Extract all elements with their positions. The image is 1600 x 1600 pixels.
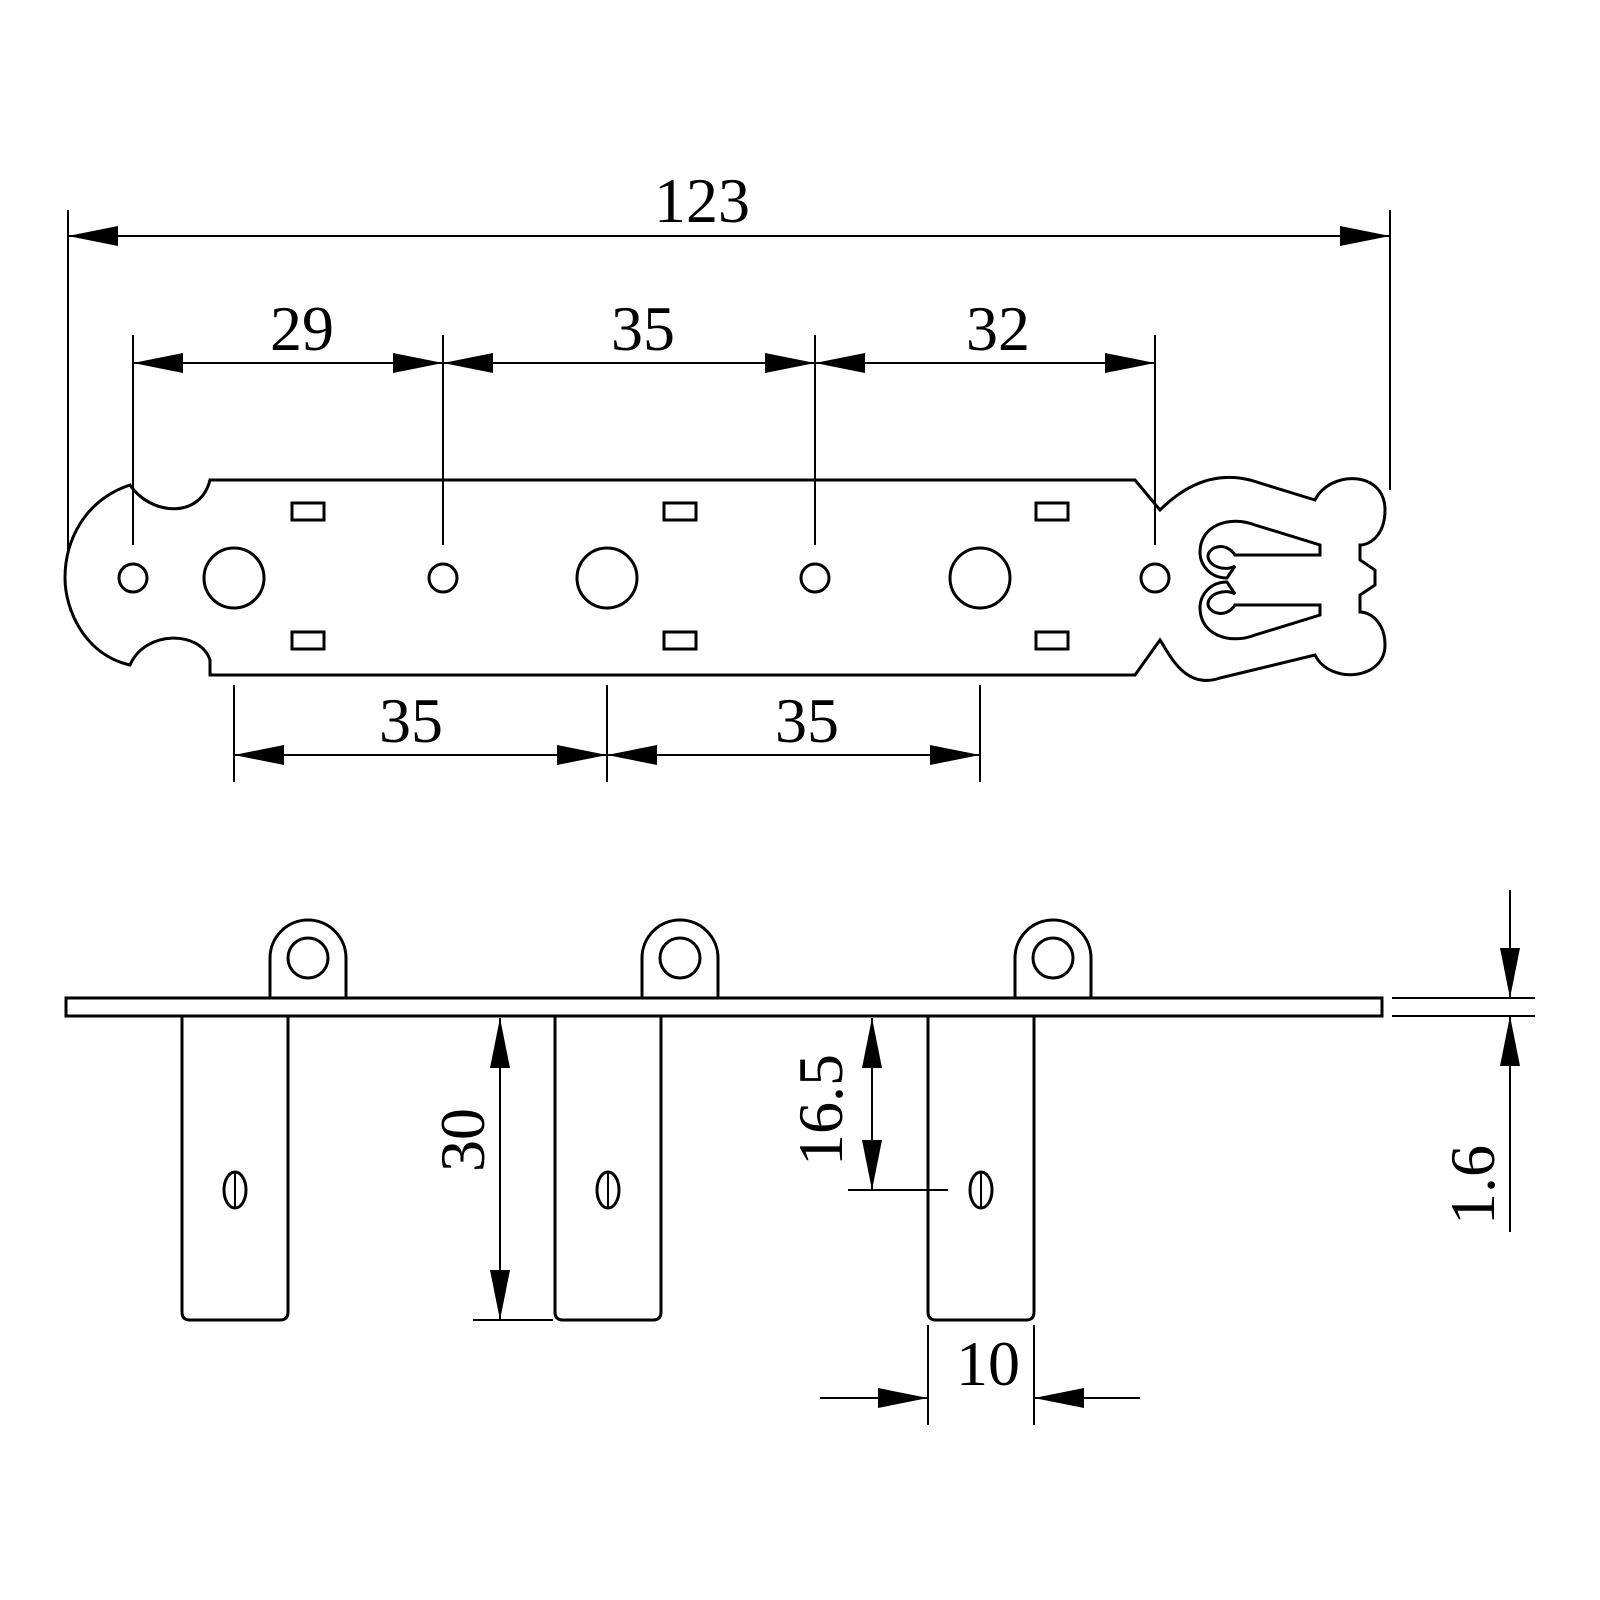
- rect-slot: [662, 501, 698, 522]
- small-hole-3: [799, 562, 831, 594]
- crest-slot-upper: [1198, 519, 1322, 580]
- dim-hole-spacing-1: 35: [379, 685, 443, 756]
- dim-post-spacing-2: 35: [611, 293, 675, 364]
- top-view: 123 29 35 32 35 35: [63, 165, 1391, 782]
- rect-slot: [1034, 501, 1070, 522]
- dim-plate-thickness: 1.6: [1437, 1145, 1508, 1225]
- hanging-ear-3: [926, 1016, 1036, 1322]
- hanging-ear-2: [553, 1016, 663, 1322]
- top-lug-1: [268, 918, 348, 998]
- plate-bar: [64, 996, 1384, 1018]
- rect-slot: [1034, 630, 1070, 651]
- dim-post-spacing-3: 32: [966, 293, 1030, 364]
- large-hole-3: [948, 546, 1012, 610]
- large-hole-1: [202, 546, 266, 610]
- dim-ear-length: 30: [427, 1108, 498, 1172]
- dim-ear-width: 10: [956, 1328, 1020, 1399]
- top-lug-3: [1013, 918, 1093, 998]
- hanging-ear-1: [180, 1016, 290, 1322]
- dim-post-spacing-1: 29: [270, 293, 334, 364]
- top-lug-2: [640, 918, 720, 998]
- large-hole-2: [575, 546, 639, 610]
- plate-outline: [63, 475, 1387, 682]
- rect-slot: [290, 501, 326, 522]
- small-hole-2: [427, 562, 459, 594]
- rect-slot: [290, 630, 326, 651]
- dim-hole-offset: 16.5: [785, 1054, 856, 1166]
- small-hole-4: [1139, 562, 1171, 594]
- dim-overall-length: 123: [654, 165, 750, 236]
- crest-slot-lower: [1198, 580, 1322, 641]
- small-hole-1: [117, 562, 149, 594]
- rect-slot: [662, 630, 698, 651]
- dim-hole-spacing-2: 35: [775, 685, 839, 756]
- side-view: 30 16.5 10 1.6: [64, 890, 1535, 1425]
